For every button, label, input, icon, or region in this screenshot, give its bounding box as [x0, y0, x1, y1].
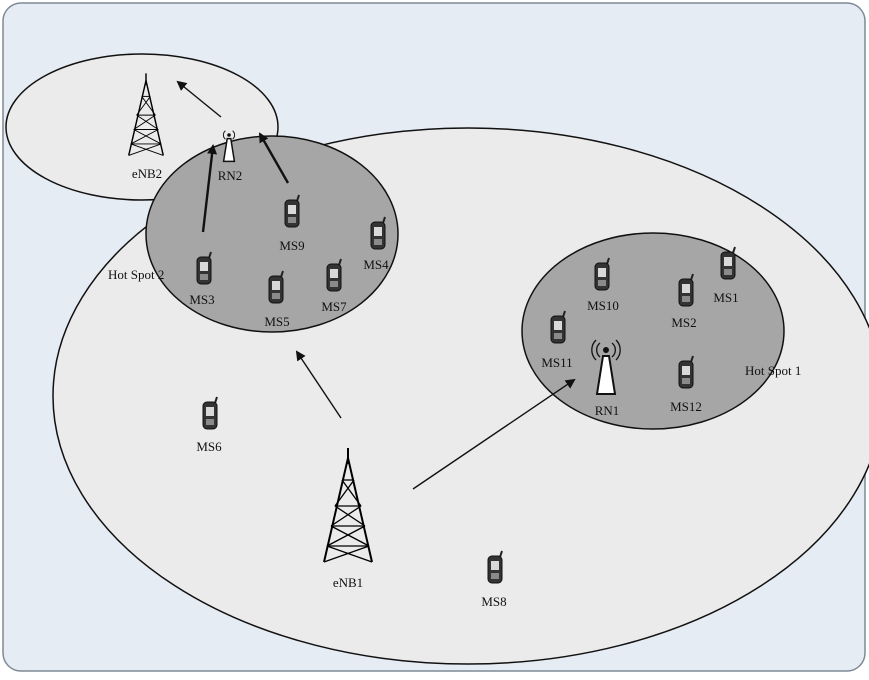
ms7-label: MS7: [321, 299, 347, 314]
ms2-label: MS2: [671, 315, 696, 330]
ms10-label: MS10: [587, 298, 619, 313]
relay-antenna-icon: [591, 339, 621, 395]
ms3-label: MS3: [189, 292, 214, 307]
hotspot-1-label: Hot Spot 1: [745, 363, 801, 378]
link-ms3-to-rn2: [201, 144, 218, 233]
rn2-label: RN2: [218, 168, 243, 183]
enb2-label: eNB2: [132, 166, 162, 181]
ms9-label: MS9: [279, 238, 304, 253]
link-ms9-to-rn2: [258, 132, 290, 184]
ms5-label: MS5: [264, 314, 289, 329]
ms6-label: MS6: [196, 439, 222, 454]
rn1-label: RN1: [595, 403, 620, 418]
ms11-label: MS11: [541, 355, 572, 370]
ms8-label: MS8: [481, 594, 506, 609]
enb1-label: eNB1: [333, 575, 363, 590]
link-enb1-to-rn1: [412, 378, 576, 490]
hotspot-1-area: [521, 232, 785, 430]
ms12-label: MS12: [670, 399, 702, 414]
hotspot-2-label: Hot Spot 2: [108, 267, 164, 282]
link-rn2-to-enb2: [176, 80, 222, 118]
link-enb1-to-hotspot2: [295, 350, 342, 419]
ms1-label: MS1: [713, 290, 738, 305]
ms4-label: MS4: [363, 257, 389, 272]
relay-antenna-icon: [222, 130, 236, 163]
